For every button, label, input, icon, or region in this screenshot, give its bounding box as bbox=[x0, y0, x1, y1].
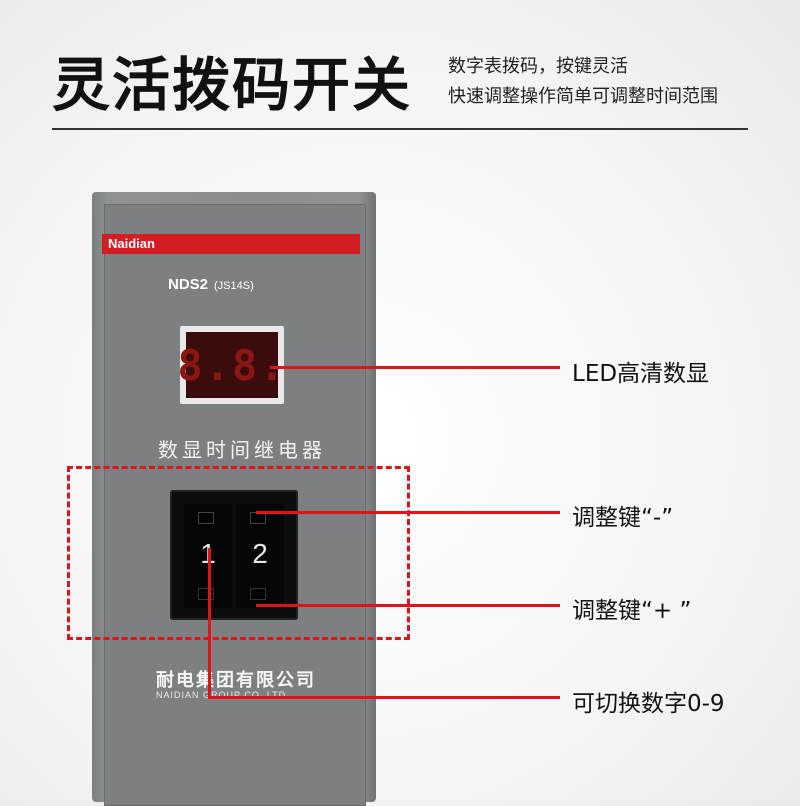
callout-line-digits bbox=[208, 696, 560, 699]
brand-bar bbox=[102, 234, 360, 254]
brand-logo: Naidian bbox=[108, 236, 155, 251]
minus-key[interactable] bbox=[198, 512, 214, 524]
subtitle-line-1: 数字表拨码，按键灵活 bbox=[448, 56, 628, 77]
company-name-en: NAIDIAN GROUP CO.,LTD bbox=[156, 690, 287, 700]
callout-led: LED高清数显 bbox=[572, 361, 710, 387]
highlight-box bbox=[67, 466, 410, 640]
subtitle-line-2: 快速调整操作简单可调整时间范围 bbox=[448, 86, 718, 107]
callout-line-minus bbox=[256, 511, 560, 514]
callout-minus: 调整键“-” bbox=[572, 505, 674, 531]
header-divider bbox=[52, 128, 748, 130]
switch-cell-2[interactable]: 2 bbox=[236, 504, 284, 608]
switch-digit-1: 1 bbox=[184, 538, 232, 570]
plus-key[interactable] bbox=[198, 588, 214, 600]
page-title: 灵活拨码开关 bbox=[52, 51, 413, 119]
dip-switch: 1 2 bbox=[170, 490, 298, 620]
led-digits: 8.8. bbox=[177, 340, 287, 390]
callout-plus: 调整键“+ ” bbox=[572, 598, 692, 624]
model-sub: (JS14S) bbox=[214, 280, 254, 292]
company-name: 耐电集团有限公司 bbox=[156, 670, 316, 691]
model-number: NDS2 bbox=[168, 276, 209, 293]
plus-key[interactable] bbox=[250, 588, 266, 600]
callout-line-digits-vertical bbox=[208, 548, 211, 699]
led-display: 8.8. bbox=[177, 332, 285, 398]
model-label: NDS2 (JS14S) bbox=[168, 276, 254, 293]
callout-digits: 可切换数字0-9 bbox=[572, 691, 725, 717]
switch-digit-2: 2 bbox=[252, 538, 268, 569]
device-name: 数显时间继电器 bbox=[158, 438, 326, 462]
callout-line-led bbox=[270, 366, 560, 369]
callout-line-plus bbox=[256, 604, 560, 607]
